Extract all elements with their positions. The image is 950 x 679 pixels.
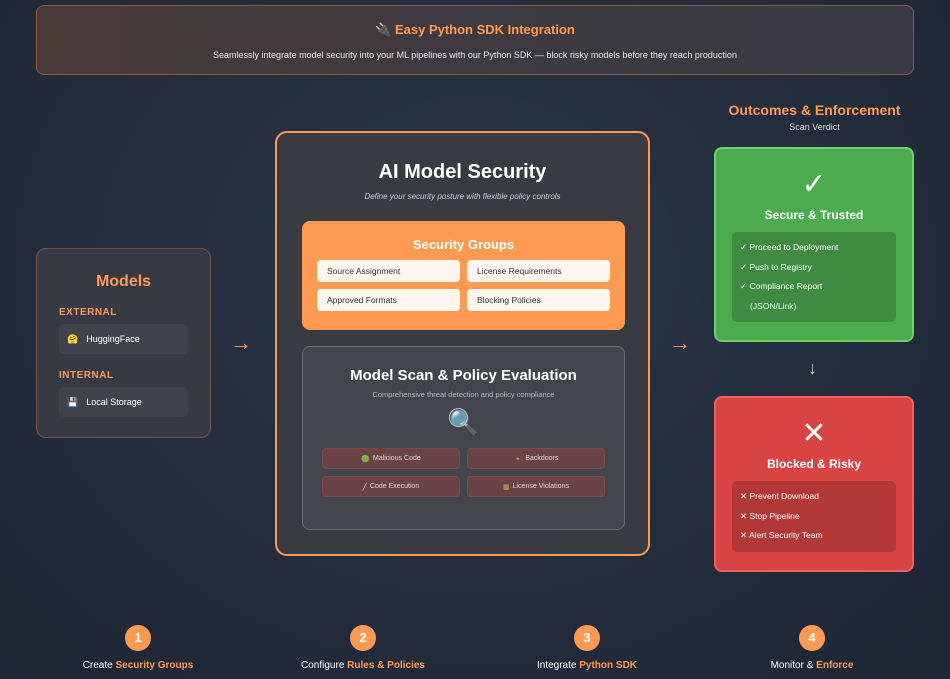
document-icon: ▦ <box>503 483 510 491</box>
secure-item: ✓ Proceed to Deployment <box>740 242 839 252</box>
hugging-face-icon: 🤗 <box>67 333 79 344</box>
model-source-local-storage[interactable]: 💾 Local Storage <box>59 387 188 417</box>
group-approved-formats[interactable]: Approved Formats <box>317 289 460 311</box>
blocked-item: ✕ Prevent Download <box>740 491 819 501</box>
security-groups: Security Groups Source Assignment Licens… <box>302 221 625 330</box>
outcomes-title: Outcomes & Enforcement <box>728 102 901 118</box>
secure-trusted-card: ✓ Secure & Trusted ✓ Proceed to Deployme… <box>714 147 914 342</box>
floppy-disk-icon: 💾 <box>67 396 79 407</box>
group-source-assignment[interactable]: Source Assignment <box>317 260 460 282</box>
arrow-right-icon: → <box>669 330 691 355</box>
secure-item: ✓ Compliance Report <box>740 281 823 291</box>
main-subtitle: Define your security posture with flexib… <box>364 192 561 201</box>
model-scan-panel: Model Scan & Policy Evaluation Comprehen… <box>302 346 625 530</box>
backdoor-icon: 🔸 <box>513 455 523 463</box>
x-icon: ✕ <box>801 417 827 450</box>
scan-description: Comprehensive threat detection and polic… <box>372 390 555 399</box>
arrow-right-icon: → <box>230 330 252 355</box>
outcomes-header: Outcomes & Enforcement Scan Verdict <box>713 102 916 132</box>
step-highlight: Security Groups <box>115 660 194 671</box>
models-title: Models <box>95 273 152 290</box>
step-highlight: Enforce <box>816 660 854 671</box>
threat-label: Backdoors <box>525 455 559 462</box>
threat-code-execution: ╱Code Execution <box>322 476 460 497</box>
plug-icon: 🔌 <box>375 22 392 37</box>
check-icon: ✓ <box>801 168 827 201</box>
blocked-title: Blocked & Risky <box>766 457 862 471</box>
step-number: 3 <box>574 625 600 651</box>
threat-backdoors: 🔸Backdoors <box>467 448 605 469</box>
ai-model-security-panel: AI Model Security Define your security p… <box>275 131 650 556</box>
internal-label: INTERNAL <box>59 370 114 381</box>
group-blocking-policies[interactable]: Blocking Policies <box>467 289 610 311</box>
step-text: Create <box>82 660 116 671</box>
blocked-risky-card: ✕ Blocked & Risky ✕ Prevent Download ✕ S… <box>714 396 914 572</box>
wand-icon: ╱ <box>362 483 367 491</box>
sdk-banner: 🔌 Easy Python SDK Integration Seamlessly… <box>36 5 914 75</box>
blocked-item: ✕ Stop Pipeline <box>740 510 800 521</box>
threat-license-violations: ▦License Violations <box>467 476 605 497</box>
banner-title: Easy Python SDK Integration <box>394 22 575 37</box>
models-panel: Models EXTERNAL 🤗 HuggingFace INTERNAL 💾 L… <box>36 248 211 438</box>
external-label: EXTERNAL <box>59 307 117 318</box>
security-groups-title: Security Groups <box>412 237 515 252</box>
threat-label: Code Execution <box>369 483 420 490</box>
main-title: AI Model Security <box>378 161 547 183</box>
model-source-huggingface[interactable]: 🤗 HuggingFace <box>59 324 188 354</box>
secure-item: ✓ Push to Registry <box>740 261 812 272</box>
step-text: Configure <box>301 660 348 671</box>
step-text: Monitor & <box>770 660 817 671</box>
step-highlight: Rules & Policies <box>347 660 425 671</box>
secure-item: (JSON/Link) <box>750 300 797 311</box>
step-number: 4 <box>799 625 825 651</box>
secure-title: Secure & Trusted <box>764 208 864 222</box>
group-license-requirements[interactable]: License Requirements <box>467 260 610 282</box>
arrow-down-icon: ↓ <box>808 358 817 378</box>
threat-label: Malicious Code <box>372 455 421 462</box>
banner-text: Seamlessly integrate model security into… <box>213 50 737 60</box>
blocked-item: ✕ Alert Security Team <box>740 530 823 540</box>
threat-label: License Violations <box>512 483 569 490</box>
step-text: Integrate <box>536 660 580 671</box>
outcomes-subtitle: Scan Verdict <box>789 122 840 132</box>
step-number: 1 <box>125 625 151 651</box>
threat-malicious-code: 🟢Malicious Code <box>322 448 460 469</box>
source-label: HuggingFace <box>86 334 140 344</box>
scan-title: Model Scan & Policy Evaluation <box>350 367 577 384</box>
green-circle-icon: 🟢 <box>361 455 370 463</box>
magnifier-icon: 🔍 <box>447 407 480 437</box>
step-number: 2 <box>350 625 376 651</box>
source-label: Local Storage <box>86 397 142 407</box>
step-highlight: Python SDK <box>579 660 638 671</box>
